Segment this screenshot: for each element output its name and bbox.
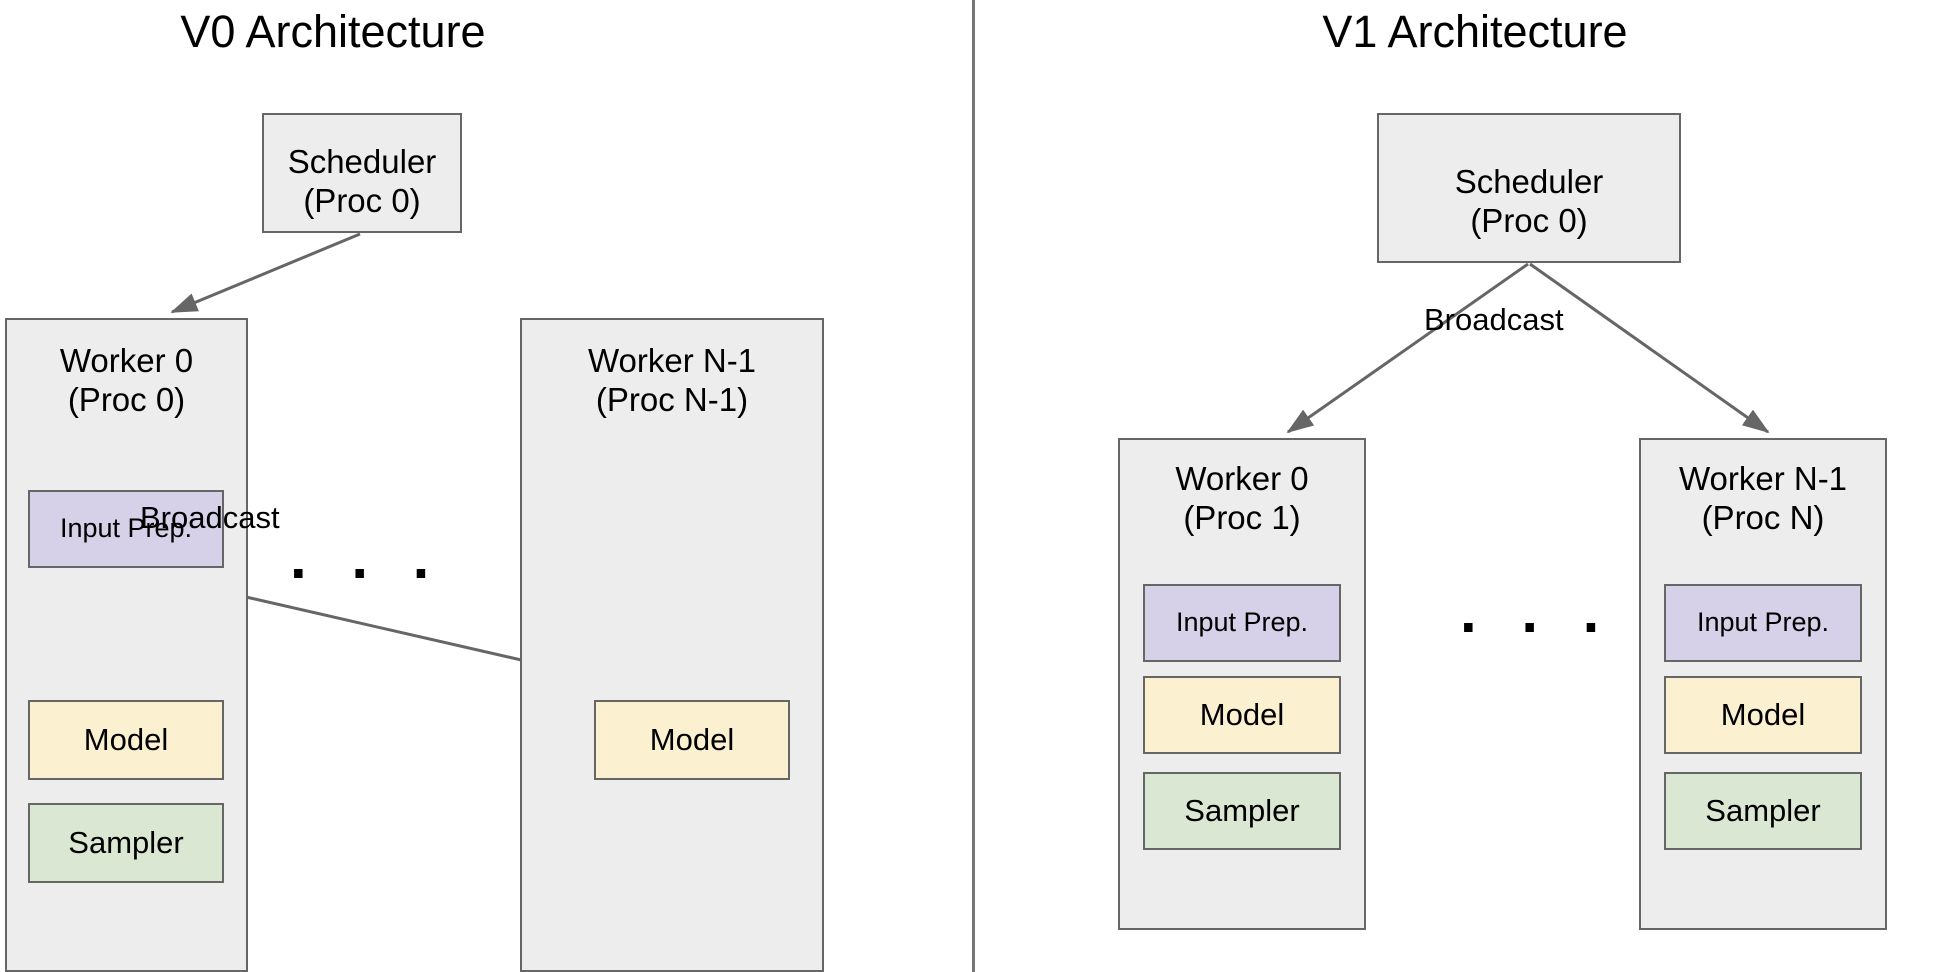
arrow-v0-scheduler-to-worker0	[170, 232, 361, 314]
v1-worker-0-label: Worker 0 (Proc 1)	[1175, 460, 1309, 536]
v1-worker-0-input-prep-node[interactable]: Input Prep.	[1143, 584, 1341, 662]
panel-divider	[972, 0, 975, 972]
v1-worker-n-1-sampler-node[interactable]: Sampler	[1664, 772, 1862, 850]
v0-worker-0-model-node[interactable]: Model	[28, 700, 224, 780]
arrow-v1-scheduler-to-workern	[1529, 262, 1770, 434]
v1-broadcast-edge-label: Broadcast	[1424, 302, 1564, 337]
v1-worker-0-input-prep-label: Input Prep.	[1175, 607, 1309, 638]
v1-panel-title: V1 Architecture	[1322, 6, 1628, 57]
v0-worker-n-1-model-label: Model	[649, 721, 735, 757]
v0-worker-0-input-prep-node[interactable]: Input Prep.	[28, 490, 224, 568]
v0-worker-0-label: Worker 0 (Proc 0)	[59, 342, 194, 418]
v0-worker-0-sampler-label: Sampler	[68, 824, 184, 860]
v1-scheduler-label: Scheduler (Proc 0)	[1454, 162, 1604, 239]
v0-worker-0-input-prep-label: Input Prep.	[59, 513, 193, 544]
v0-scheduler-label: Scheduler (Proc 0)	[287, 143, 437, 219]
v0-worker-0-sampler-node[interactable]: Sampler	[28, 803, 224, 883]
v1-worker-0-sampler-node[interactable]: Sampler	[1143, 772, 1341, 850]
v1-worker-n-1-model-node[interactable]: Model	[1664, 676, 1862, 754]
v1-ellipsis: . . .	[1460, 578, 1614, 645]
v0-panel-title: V0 Architecture	[180, 6, 486, 57]
v0-worker-0-model-label: Model	[83, 721, 169, 757]
v0-worker-n-1-group[interactable]: Worker N-1 (Proc N-1)	[520, 318, 824, 972]
v1-worker-0-sampler-label: Sampler	[1184, 792, 1300, 828]
v0-broadcast-edge-label: Broadcast	[140, 500, 280, 535]
v1-worker-n-1-input-prep-node[interactable]: Input Prep.	[1664, 584, 1862, 662]
v1-worker-n-1-input-prep-label: Input Prep.	[1696, 607, 1830, 638]
v1-worker-n-1-sampler-label: Sampler	[1705, 792, 1821, 828]
arrow-v1-scheduler-to-worker0	[1286, 262, 1529, 434]
v1-worker-0-model-label: Model	[1199, 696, 1285, 732]
v0-worker-n-1-model-node[interactable]: Model	[594, 700, 790, 780]
v1-scheduler-node[interactable]: Scheduler (Proc 0)	[1377, 113, 1681, 263]
v1-worker-n-1-label: Worker N-1 (Proc N)	[1678, 460, 1848, 536]
v1-worker-0-model-node[interactable]: Model	[1143, 676, 1341, 754]
v0-ellipsis: . . .	[290, 524, 444, 591]
v1-worker-n-1-model-label: Model	[1720, 696, 1806, 732]
v0-scheduler-node[interactable]: Scheduler (Proc 0)	[262, 113, 462, 233]
v0-worker-n-1-label: Worker N-1 (Proc N-1)	[587, 342, 757, 418]
